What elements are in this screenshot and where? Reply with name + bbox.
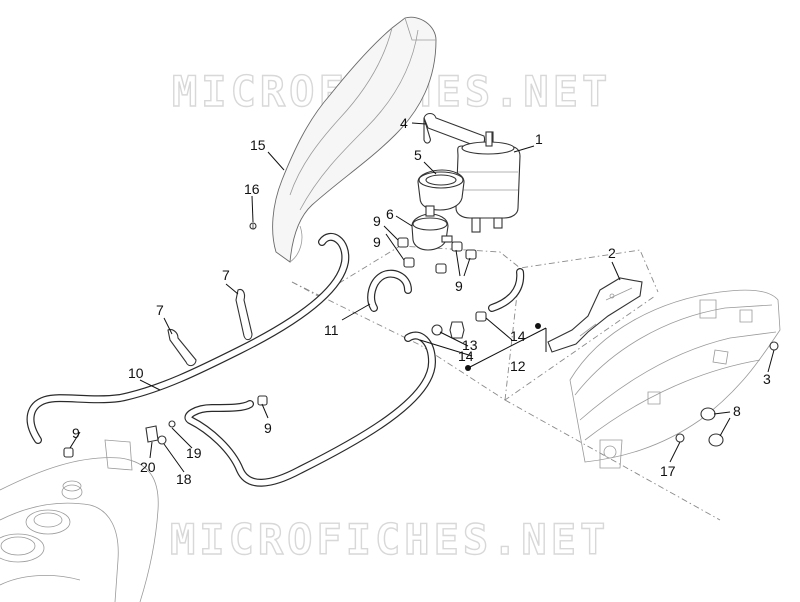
frame-panel [569,289,781,469]
callout-18[interactable]: 18 [176,471,192,487]
part-10-hose[interactable] [26,232,350,444]
fuel-tank [0,439,159,602]
callout-6[interactable]: 6 [386,206,394,222]
callout-12[interactable]: 12 [510,358,526,374]
part-4-clamp[interactable] [423,112,494,147]
part-14-hose[interactable] [488,268,525,312]
callout-3[interactable]: 3 [763,371,771,387]
callout-9-b[interactable]: 9 [373,234,381,250]
part-2-bracket[interactable] [547,277,643,353]
callout-7-upper[interactable]: 7 [222,267,230,283]
part-11-hose[interactable] [367,269,412,312]
callout-9-a[interactable]: 9 [373,213,381,229]
assembly-guide-lines [291,245,721,521]
part-1-canister[interactable] [455,131,521,233]
part-6-valve[interactable] [411,205,453,251]
callout-14-left[interactable]: 14 [458,348,474,364]
callout-20[interactable]: 20 [140,459,156,475]
callout-1[interactable]: 1 [535,131,543,147]
callout-5[interactable]: 5 [414,147,422,163]
callout-labels: 1 2 3 4 5 6 7 7 8 9 9 9 9 9 10 11 12 13 … [72,115,771,487]
callout-19[interactable]: 19 [186,445,202,461]
part-15-cover[interactable] [272,16,437,263]
hose-end-dots [465,323,541,371]
leader-lines [69,122,775,473]
part-5-ring[interactable] [417,169,465,211]
callout-9-d[interactable]: 9 [264,420,272,436]
watermark-bottom: MICROFICHES.NET [170,515,609,564]
callout-13[interactable]: 13 [462,337,478,353]
callout-7-lower[interactable]: 7 [156,302,164,318]
callout-16[interactable]: 16 [244,181,260,197]
part-19-hose[interactable] [184,331,436,487]
callout-9-c[interactable]: 9 [455,278,463,294]
callout-11[interactable]: 11 [324,322,339,338]
callout-8[interactable]: 8 [733,403,741,419]
part-16-screw[interactable] [249,222,257,230]
part-18-20-clips[interactable] [145,420,176,445]
part-13-connector[interactable] [431,311,487,339]
callout-4[interactable]: 4 [400,115,408,131]
callout-15[interactable]: 15 [250,137,266,153]
part-9-clips[interactable] [63,237,477,458]
callout-10[interactable]: 10 [128,365,144,381]
callout-14-right[interactable]: 14 [510,328,526,344]
callout-9-e[interactable]: 9 [72,425,80,441]
part-7-clips[interactable] [167,288,253,367]
callout-17[interactable]: 17 [660,463,676,479]
callout-2[interactable]: 2 [608,245,616,261]
